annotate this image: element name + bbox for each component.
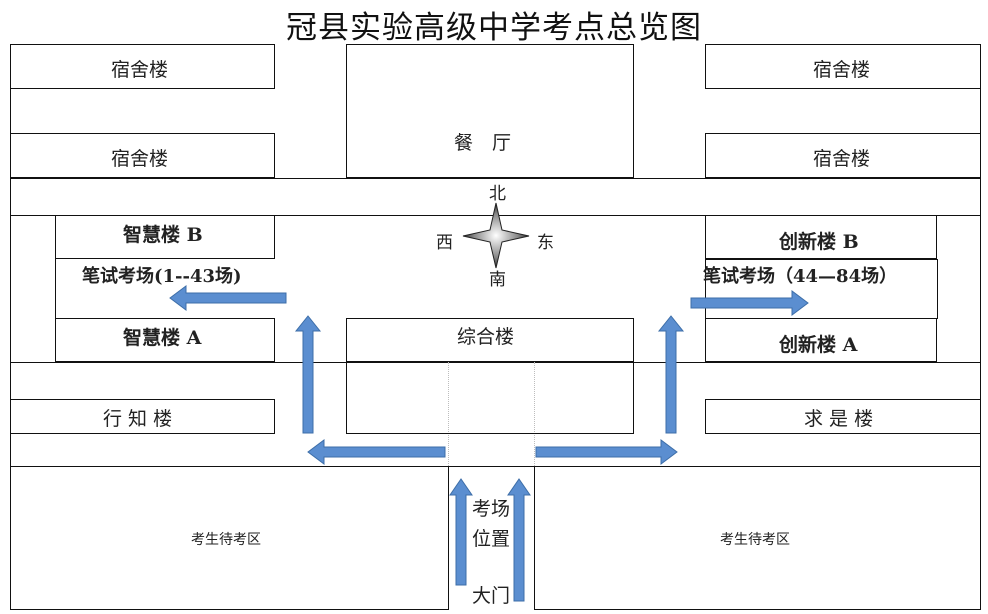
qiushi-label: 求 是 楼 <box>804 408 874 430</box>
dorm-mid-right-label: 宿舍楼 <box>813 148 871 170</box>
dorm-mid-left: 宿舍楼 <box>10 133 275 178</box>
grid-dotted-line <box>448 362 449 466</box>
arrow-up-right-icon <box>657 315 685 434</box>
compass-star-icon <box>462 202 530 269</box>
exam-hall-left <box>55 259 275 318</box>
compass-east-label: 东 <box>537 233 554 253</box>
xingzhi-building: 行 知 楼 <box>10 399 275 434</box>
chuangxin-building-a: 创新楼 A <box>705 318 937 362</box>
route-arrows <box>169 285 809 602</box>
arrow-up-left-icon <box>294 315 322 434</box>
chuangxin-building-b: 创新楼 B <box>705 215 937 259</box>
grid-line <box>10 466 981 467</box>
xingzhi-label: 行 知 楼 <box>103 408 173 430</box>
chuangxin-b-label: 创新楼 B <box>779 231 859 253</box>
dorm-mid-left-label: 宿舍楼 <box>111 148 169 170</box>
zhihui-b-label: 智慧楼 B <box>123 224 203 246</box>
zhihui-a-label: 智慧楼 A <box>123 327 202 349</box>
zhihui-building-b: 智慧楼 B <box>55 215 275 259</box>
compass-north-label: 北 <box>489 184 506 204</box>
dorm-top-left-label: 宿舍楼 <box>111 59 169 81</box>
arrow-left-icon <box>307 439 446 465</box>
arrow-to-right-exam-icon <box>690 290 809 316</box>
zhihui-building-a: 智慧楼 A <box>55 318 275 362</box>
zonghe-building: 综合楼 <box>346 318 634 362</box>
dorm-top-right-label: 宿舍楼 <box>813 59 871 81</box>
gate-arrow-left-icon <box>449 478 473 586</box>
main-gate-label: 大门 <box>472 585 511 607</box>
grid-line <box>10 178 981 179</box>
waiting-area-left: 考生待考区 <box>10 466 449 610</box>
map-title: 冠县实验高级中学考点总览图 <box>286 10 702 46</box>
dorm-top-left: 宿舍楼 <box>10 44 275 89</box>
arrow-to-left-exam-icon <box>169 285 287 311</box>
dorm-top-right: 宿舍楼 <box>705 44 981 89</box>
exam-location-label-line2: 位置 <box>472 528 511 550</box>
zonghe-label: 综合楼 <box>457 326 515 348</box>
exam-hall-right <box>705 259 938 319</box>
exam-hall-right-label: 笔试考场（44—84场） <box>703 266 898 287</box>
arrow-right-icon <box>535 439 678 465</box>
map-frame <box>10 44 981 610</box>
dorm-mid-right: 宿舍楼 <box>705 133 981 178</box>
exam-hall-left-label: 笔试考场(1--43场) <box>82 266 242 287</box>
grid-dotted-line <box>534 362 535 466</box>
grid-line <box>10 362 981 363</box>
waiting-area-right-label: 考生待考区 <box>720 532 790 548</box>
compass-south-label: 南 <box>489 270 506 290</box>
gate-arrow-right-icon <box>507 478 531 602</box>
qiushi-building: 求 是 楼 <box>705 399 981 434</box>
chuangxin-a-label: 创新楼 A <box>779 334 858 356</box>
zonghe-building-lower <box>346 362 634 434</box>
compass-west-label: 西 <box>436 233 453 253</box>
canteen-label: 餐 厅 <box>454 132 512 154</box>
exam-location-label-line1: 考场 <box>472 498 511 520</box>
waiting-area-right: 考生待考区 <box>534 466 981 610</box>
waiting-area-left-label: 考生待考区 <box>191 532 261 548</box>
canteen: 餐 厅 <box>346 44 634 178</box>
